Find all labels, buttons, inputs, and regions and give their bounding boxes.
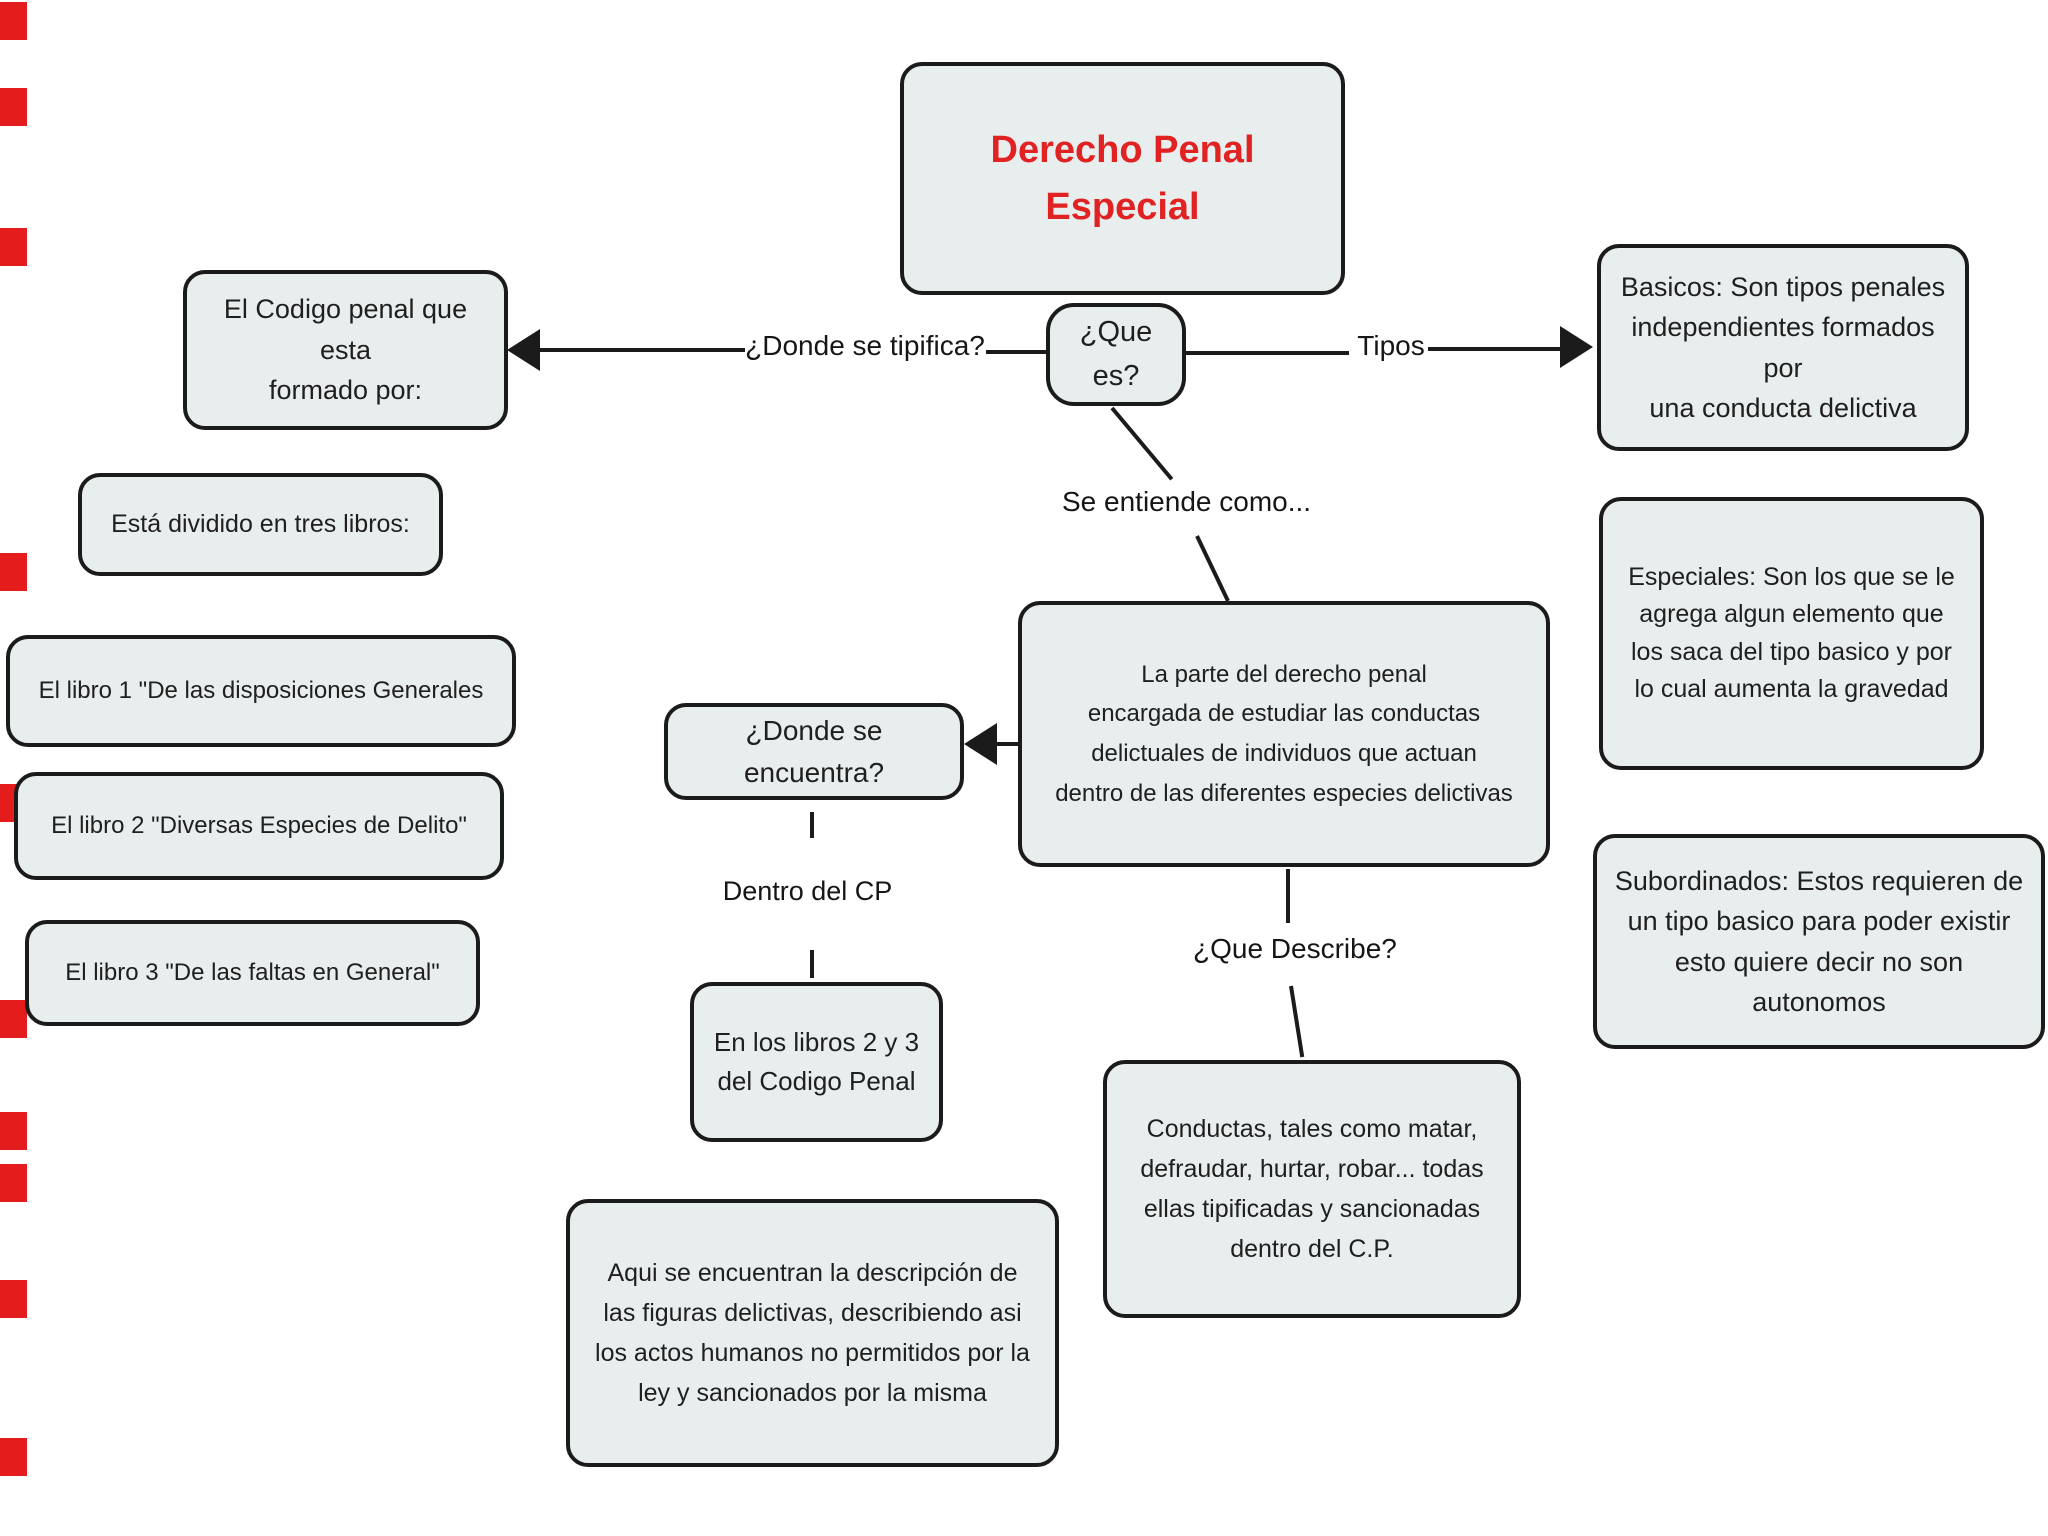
node-dividido-tres-libros: Está dividido en tres libros:	[78, 473, 443, 576]
edge-marker	[0, 1164, 27, 1202]
edge-marker	[0, 553, 27, 591]
node-title: Derecho Penal Especial	[900, 62, 1345, 295]
node-codigo-penal: El Codigo penal que esta formado por:	[183, 270, 508, 430]
connector-tipos-right	[1428, 347, 1562, 351]
edge-marker	[0, 1000, 27, 1038]
node-tipos-subordinados: Subordinados: Estos requieren de un tipo…	[1593, 834, 2045, 1049]
link-label-tipos: Tipos	[1357, 330, 1425, 361]
edge-marker	[0, 1280, 27, 1318]
node-que-es: ¿Que es?	[1046, 303, 1186, 406]
link-label-que-describe: ¿Que Describe?	[1193, 933, 1397, 964]
node-definicion: La parte del derecho penal encargada de …	[1018, 601, 1550, 867]
node-libro-1: El libro 1 "De las disposiciones General…	[6, 635, 516, 747]
connector-se-entiende-lower	[1195, 535, 1230, 602]
edge-marker	[0, 2, 27, 40]
edge-marker	[0, 88, 27, 126]
link-label-dentro-del-cp: Dentro del CP	[722, 876, 893, 906]
connector-tipifica-left	[540, 348, 745, 352]
connector-dentro-cp-upper	[810, 812, 814, 838]
link-label-donde-se-tipifica: ¿Donde se tipifica?	[745, 330, 985, 361]
page-title: Derecho Penal Especial	[990, 128, 1255, 228]
connector-que-describe-lower	[1289, 985, 1305, 1058]
connector-tipos-left	[1186, 351, 1349, 355]
node-libros-2-y-3: En los libros 2 y 3 del Codigo Penal	[690, 982, 943, 1142]
connector-donde-encuentra	[996, 742, 1020, 746]
edge-marker	[0, 1112, 27, 1150]
node-donde-se-encuentra: ¿Donde se encuentra?	[664, 703, 964, 800]
node-libro-3: El libro 3 "De las faltas en General"	[25, 920, 480, 1026]
arrowhead-right-icon	[1560, 326, 1593, 368]
link-label-se-entiende-como: Se entiende como...	[1062, 486, 1312, 517]
node-libro-2: El libro 2 "Diversas Especies de Delito"	[14, 772, 504, 880]
node-tipos-basicos: Basicos: Son tipos penales independiente…	[1597, 244, 1969, 451]
connector-tipifica-right	[986, 350, 1046, 354]
arrowhead-left-icon	[507, 329, 540, 371]
connector-se-entiende-upper	[1110, 406, 1174, 481]
connector-dentro-cp-lower	[810, 950, 814, 978]
node-descripcion-figuras: Aqui se encuentran la descripción de las…	[566, 1199, 1059, 1467]
edge-marker	[0, 228, 27, 266]
edge-marker	[0, 1438, 27, 1476]
node-conductas: Conductas, tales como matar, defraudar, …	[1103, 1060, 1521, 1318]
connector-que-describe-upper	[1286, 869, 1290, 923]
arrowhead-left-icon	[964, 723, 997, 765]
node-tipos-especiales: Especiales: Son los que se le agrega alg…	[1599, 497, 1984, 770]
